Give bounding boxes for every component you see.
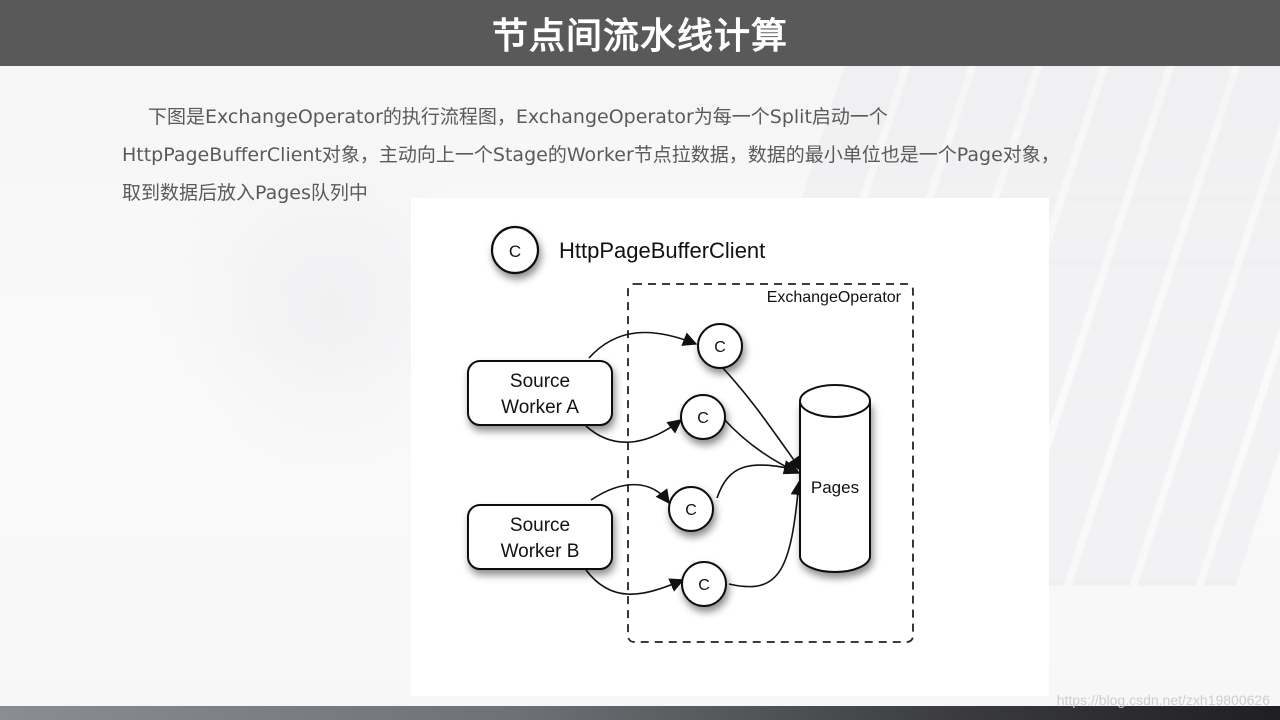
client-2-label: C <box>697 410 709 427</box>
arrow-worker-a-to-client-1 <box>588 331 698 359</box>
exchange-operator-diagram: C HttpPageBufferClient ExchangeOperator … <box>411 198 1049 696</box>
legend-label: HttpPageBufferClient <box>559 238 765 263</box>
bottom-bar <box>0 706 1280 720</box>
worker-b-box <box>467 504 613 570</box>
arrow-client-3-to-pages <box>716 460 799 499</box>
arrow-worker-b-to-client-3 <box>590 483 670 505</box>
pages-cylinder-body <box>799 401 871 573</box>
worker-a-line1: Source <box>510 371 570 392</box>
intro-line-1: 下图是ExchangeOperator的执行流程图，ExchangeOperat… <box>148 106 888 128</box>
arrow-client-1-to-pages <box>720 365 802 472</box>
watermark-url: https://blog.csdn.net/zxh19800626 <box>1056 692 1270 708</box>
legend-client-symbol: C <box>509 242 521 261</box>
intro-line-3: 取到数据后放入Pages队列中 <box>122 182 368 204</box>
client-node-1: C <box>697 323 743 369</box>
source-worker-a: Source Worker A <box>467 360 613 426</box>
pages-label: Pages <box>811 478 859 497</box>
flow-arrows <box>585 331 805 595</box>
intro-line-2: HttpPageBufferClient对象，主动向上一个Stage的Worke… <box>122 144 1060 166</box>
client-node-4: C <box>681 561 727 607</box>
diagram-svg: C HttpPageBufferClient ExchangeOperator … <box>467 225 914 643</box>
arrow-worker-b-to-client-4 <box>585 569 685 595</box>
worker-b-line2: Worker B <box>501 541 580 562</box>
client-node-2: C <box>680 394 726 440</box>
worker-a-line2: Worker A <box>501 397 579 418</box>
legend: C HttpPageBufferClient <box>490 225 765 275</box>
client-1-label: C <box>714 339 726 356</box>
client-4-label: C <box>698 577 710 594</box>
worker-b-line1: Source <box>510 515 570 536</box>
intro-paragraph: 下图是ExchangeOperator的执行流程图，ExchangeOperat… <box>122 98 1182 212</box>
slide-title: 节点间流水线计算 <box>491 16 788 57</box>
arrow-worker-a-to-client-2 <box>585 419 683 443</box>
legend-client-circle <box>490 225 540 275</box>
source-worker-b: Source Worker B <box>467 504 613 570</box>
arrow-client-4-to-pages <box>728 480 805 588</box>
client-3-label: C <box>685 502 697 519</box>
client-node-3: C <box>668 486 714 532</box>
worker-a-box <box>467 360 613 426</box>
pages-cylinder-top <box>799 384 871 418</box>
pages-queue: Pages <box>799 384 871 573</box>
exchange-operator-label: ExchangeOperator <box>767 289 902 306</box>
exchange-operator-boundary <box>627 283 914 643</box>
slide-header: 节点间流水线计算 <box>0 0 1280 66</box>
